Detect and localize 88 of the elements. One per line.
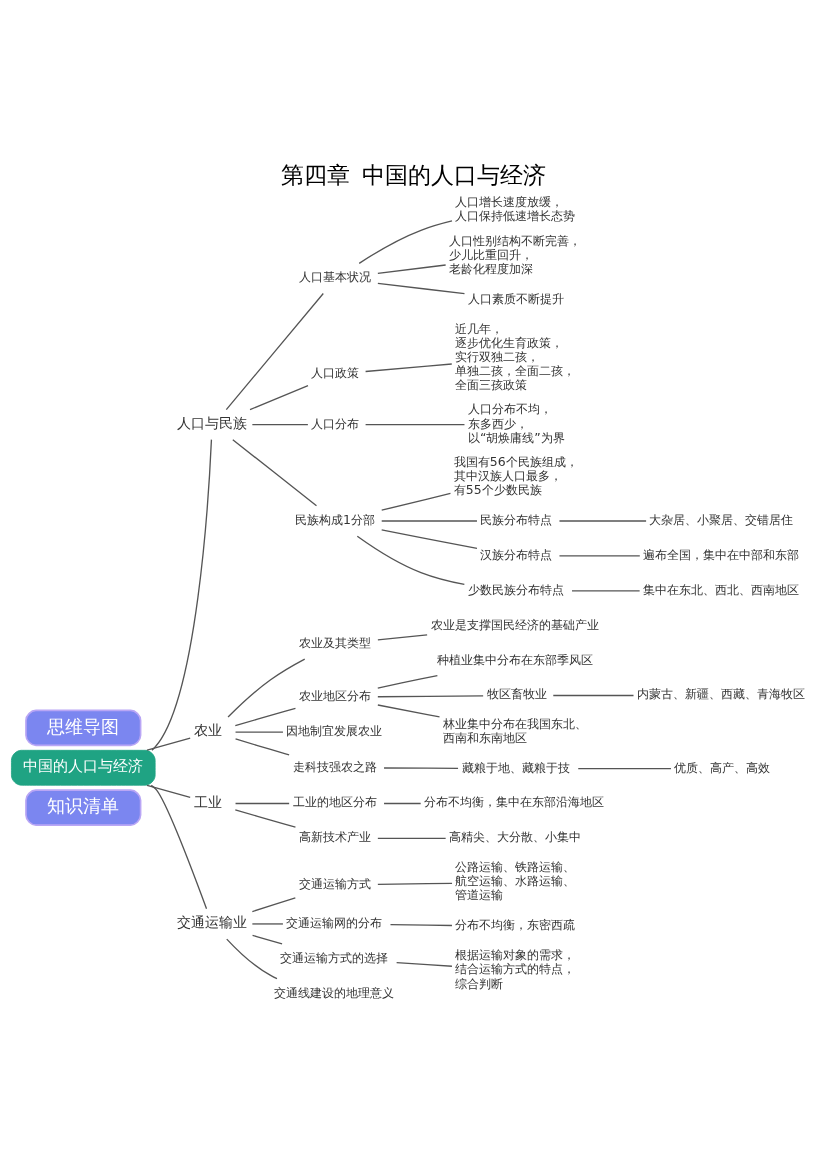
connector [377,694,484,697]
connector [571,589,641,591]
connector [381,492,452,511]
node-text: 交通运输网的分布 [286,914,383,930]
node-text: 少数民族分布特点 [467,581,564,597]
connector [150,784,208,909]
connector [395,961,453,967]
node-text: 人口与民族 [176,414,247,431]
connector [381,519,478,522]
node-text: 人口增长速度放缓，人口保持低速增长态势 [455,193,576,223]
node-text: 交通运输业 [176,913,247,930]
node-text: 民族分布特点 [480,511,553,527]
node-text: 农业 [193,721,222,738]
node-text: 牧区畜牧业 [486,685,547,701]
node-text: 交通运输方式的选择 [280,949,389,965]
connector [251,896,296,912]
node-text: 人口政策 [311,364,360,380]
node-text: 人口基本状况 [298,268,371,284]
connector [146,737,191,751]
connector [232,438,318,506]
connector [226,937,278,979]
connector [234,808,297,828]
connector [377,837,447,839]
connector [151,438,213,751]
connector [383,802,422,804]
connector [377,263,447,274]
node-text: 优质、高产、高效 [674,759,771,774]
node-text: 因地制宜发展农业 [286,722,383,738]
node-text: 高精尖、大分散、小集中 [449,828,582,844]
node-box: 思维导图 [25,709,142,746]
node-text: 内蒙古、新疆、西藏、青海牧区 [636,685,805,701]
node-text: 汉族分布特点 [480,546,553,562]
node-text: 人口分布 [311,415,360,431]
connector [146,784,191,798]
connector [558,554,641,557]
node-text: 大杂居、小聚居、交错居住 [649,511,794,527]
connector [377,674,439,689]
node-text: 我国有56个民族组成，其中汉族人口最多，有55个少数民族 [453,453,578,497]
node-text: 近几年，逐步优化生育政策，实行双独二孩，单独二孩，全面二孩，全面三孩政策 [455,320,576,392]
connector [552,694,635,696]
node-text: 遍布全国，集中在中部和东部 [643,546,800,562]
connector [234,737,290,755]
node-text: 农业是支撑国民经济的基础产业 [430,616,599,632]
connector [227,657,306,718]
connector [249,384,309,410]
node-text: 集中在东北、西北、西南地区 [643,581,800,597]
node-text: 高新技术产业 [298,828,371,844]
connector [377,703,441,718]
node-text: 人口分布不均，东多西少，以“胡焕庸线”为界 [467,400,565,445]
node-text: 林业集中分布在我国东北、西南和东南地区 [442,715,587,745]
connector [377,282,466,294]
connector [381,528,478,549]
node-text: 种植业集中分布在东部季风区 [436,651,593,666]
node-text: 农业及其类型 [298,634,371,650]
node-text: 分布不均衡，东密西疏 [455,916,576,932]
connector [577,767,672,769]
connector [234,707,297,726]
connector [356,535,466,585]
connector [234,802,290,804]
connector [251,423,309,425]
node-text: 农业地区分布 [298,687,371,703]
node-text: 交通线建设的地理意义 [273,984,394,1000]
node-text: 藏粮于地、藏粮于技 [461,759,570,774]
node-text: 公路运输、铁路运输、航空运输、水路运输、管道运输 [455,858,576,902]
node-text: 人口素质不断提升 [467,290,564,306]
node-text: 分布不均衡，集中在东部沿海地区 [424,793,605,809]
node-text: 民族构成1分部 [295,511,376,527]
connector [234,730,284,733]
connector [558,519,647,522]
node-text: 走科技强农之路 [292,758,377,774]
connector [364,423,466,425]
node-box: 中国的人口与经济 [11,749,156,786]
connector [383,766,459,769]
connector [358,219,453,264]
node-text: 根据运输对象的需求，结合运输方式的特点，综合判断 [455,946,576,990]
connector [251,934,283,944]
diagram-title: 第四章 中国的人口与经济 [281,161,546,188]
connector [251,922,284,925]
connector [225,292,324,410]
node-text: 工业 [193,793,222,810]
connector [389,923,453,926]
connector [377,633,428,641]
connector [377,882,453,885]
node-text: 交通运输方式 [298,875,371,891]
node-text: 工业的地区分布 [292,793,377,809]
connector [364,362,453,372]
node-text: 人口性别结构不断完善，少儿比重回升，老龄化程度加深 [449,232,582,276]
node-box: 知识清单 [25,788,142,826]
